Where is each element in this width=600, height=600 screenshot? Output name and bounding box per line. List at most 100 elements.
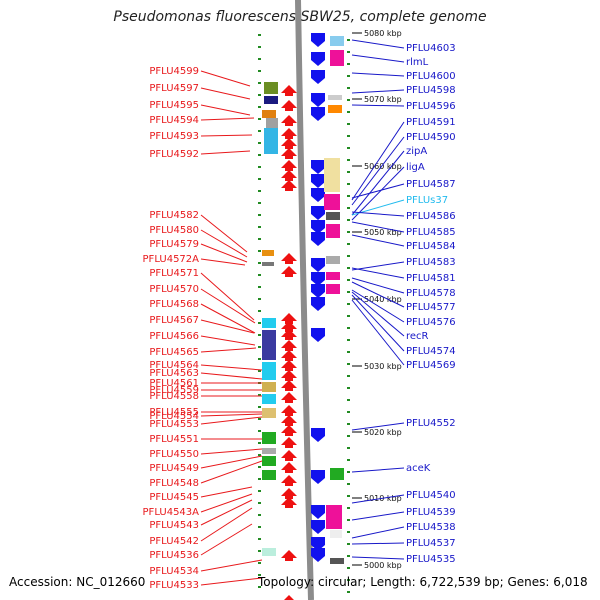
track-tick	[347, 471, 350, 473]
feature-block	[262, 110, 276, 118]
kbp-tick-label: 5060 kbp	[364, 162, 402, 171]
right-leader-line	[351, 526, 405, 539]
reverse-gene-arrow	[311, 505, 325, 519]
right-gene-label: aceK	[406, 463, 431, 474]
feature-block	[326, 256, 340, 264]
track-tick	[258, 226, 261, 228]
right-gene-label: PFLU4552	[406, 418, 456, 429]
feature-block	[262, 362, 276, 380]
right-gene-label: PFLU4591	[406, 117, 456, 128]
track-tick	[258, 238, 261, 240]
forward-gene-arrow	[281, 370, 297, 381]
right-leader-line	[351, 511, 405, 521]
left-gene-label: PFLU4550	[149, 449, 199, 460]
right-gene-label: PFLU4603	[406, 43, 456, 54]
left-leader-line	[200, 448, 263, 455]
track-tick	[258, 562, 261, 564]
right-gene-label: PFLU4587	[406, 179, 456, 190]
track-tick	[258, 70, 261, 72]
track-tick	[258, 274, 261, 276]
forward-gene-arrow	[281, 550, 297, 561]
feature-block	[262, 382, 276, 392]
right-leader-line	[351, 467, 405, 473]
forward-gene-arrow	[281, 340, 297, 351]
track-tick	[347, 219, 350, 221]
forward-gene-arrow	[281, 128, 297, 139]
right-leader-line	[351, 89, 405, 94]
right-gene-label: recR	[406, 331, 429, 342]
track-tick	[258, 310, 261, 312]
right-gene-label: PFLU4539	[406, 507, 456, 518]
track-tick	[347, 39, 350, 41]
track-tick	[258, 586, 261, 588]
right-leader-line	[351, 494, 405, 504]
right-gene-label: PFLU4569	[406, 360, 456, 371]
forward-gene-arrow	[281, 313, 297, 324]
track-tick	[347, 435, 350, 437]
forward-gene-arrow	[281, 253, 297, 264]
track-tick	[347, 591, 350, 593]
right-leader-line	[351, 299, 405, 366]
track-tick	[347, 159, 350, 161]
left-gene-label: PFLU4536	[149, 550, 199, 561]
left-leader-line	[200, 214, 248, 253]
track-tick	[258, 46, 261, 48]
left-gene-label: PFLU4558	[149, 391, 199, 402]
left-leader-line	[200, 486, 253, 498]
track-tick	[347, 483, 350, 485]
left-leader-line	[200, 104, 251, 116]
forward-gene-arrow	[281, 148, 297, 159]
left-gene-label: PFLU4533	[149, 580, 199, 591]
left-leader-line	[200, 577, 263, 586]
track-tick	[347, 171, 350, 173]
track-tick	[258, 142, 261, 144]
track-tick	[347, 447, 350, 449]
left-leader-line	[200, 258, 246, 266]
track-tick	[258, 418, 261, 420]
left-leader-line	[200, 117, 255, 121]
forward-gene-arrow	[281, 85, 297, 96]
track-tick	[258, 502, 261, 504]
accession-text: Accession: NC_012660	[9, 575, 146, 589]
left-gene-label: PFLU4565	[149, 347, 199, 358]
track-tick	[258, 166, 261, 168]
track-tick	[347, 567, 350, 569]
forward-gene-arrow	[281, 350, 297, 361]
feature-block	[328, 95, 342, 100]
track-tick	[258, 454, 261, 456]
track-tick	[347, 315, 350, 317]
left-gene-label: PFLU4563	[149, 368, 199, 379]
feature-block	[328, 105, 342, 113]
forward-gene-arrow	[281, 450, 297, 461]
left-gene-label: PFLU4564	[149, 360, 199, 371]
left-leader-line	[200, 87, 251, 100]
kbp-tick-label: 5000 kbp	[364, 561, 402, 570]
track-tick	[258, 214, 261, 216]
track-tick	[258, 130, 261, 132]
track-tick	[258, 106, 261, 108]
track-tick	[347, 363, 350, 365]
right-leader-line	[351, 221, 405, 233]
left-gene-label: PFLU4582	[149, 210, 199, 221]
reverse-gene-arrow	[311, 328, 325, 342]
forward-gene-arrow	[281, 180, 297, 191]
feature-block	[262, 456, 276, 466]
feature-block	[262, 448, 276, 454]
track-tick	[347, 303, 350, 305]
left-leader-line	[200, 319, 255, 334]
track-tick	[347, 579, 350, 581]
reverse-gene-arrow	[311, 284, 325, 298]
feature-block	[326, 284, 340, 294]
feature-block	[262, 394, 276, 404]
track-tick	[347, 399, 350, 401]
kbp-tick-label: 5070 kbp	[364, 95, 402, 104]
left-leader-line	[200, 493, 253, 513]
right-gene-label: PFLU4584	[406, 241, 456, 252]
track-tick	[347, 339, 350, 341]
right-leader-line	[351, 54, 405, 63]
left-gene-label: PFLU4566	[149, 331, 199, 342]
right-gene-label: PFLU4540	[406, 490, 456, 501]
left-gene-label: PFLU4534	[149, 566, 199, 577]
track-tick	[258, 34, 261, 36]
